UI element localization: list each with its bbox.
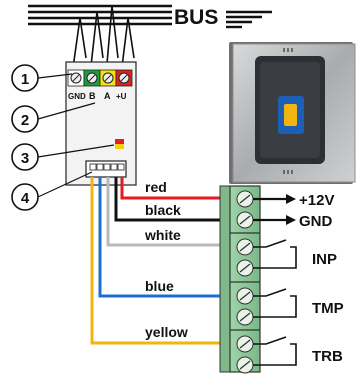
switch-contacts [253,239,297,366]
power-arrows [253,194,296,225]
bus-label: BUS [174,6,218,29]
output-label-gnd: GND [299,213,333,230]
wire-label-blue: blue [145,278,174,294]
wire-black [114,177,233,222]
wire-label-black: black [145,202,181,218]
output-label-inp: INP [312,251,337,268]
terminal-label-b: B [89,91,96,101]
terminal-label-gnd: GND [68,92,86,101]
callout-1: 1 [11,64,73,92]
terminal-strip [219,185,261,374]
wire-label-red: red [145,179,167,195]
terminal-label-a: A [104,91,111,101]
module-connector [85,160,127,178]
callout-4: 4 [11,171,93,211]
wire-label-yellow: yellow [145,324,188,340]
callout-label-3: 3 [21,150,29,167]
reader-device [229,42,356,184]
wire-red [120,177,233,200]
wire-label-white: white [144,227,181,243]
callout-3: 3 [11,143,115,171]
callout-label-4: 4 [21,190,30,207]
callout-label-2: 2 [21,112,29,129]
bus-lines [28,4,272,29]
led-red [115,139,124,144]
output-label-trb: TRB [312,348,343,365]
wire-blue [98,177,233,298]
callout-2: 2 [11,102,96,133]
terminal-label-plus-u: +U [116,92,127,101]
led-yellow [115,144,124,149]
callout-label-1: 1 [21,71,29,88]
wire-white [106,177,233,247]
output-label-12v: +12V [299,192,334,209]
module-terminals [67,69,133,87]
bus-drop-wires [71,5,135,76]
signal-wires [90,177,233,345]
wire-yellow [90,177,233,345]
output-label-tmp: TMP [312,300,344,317]
